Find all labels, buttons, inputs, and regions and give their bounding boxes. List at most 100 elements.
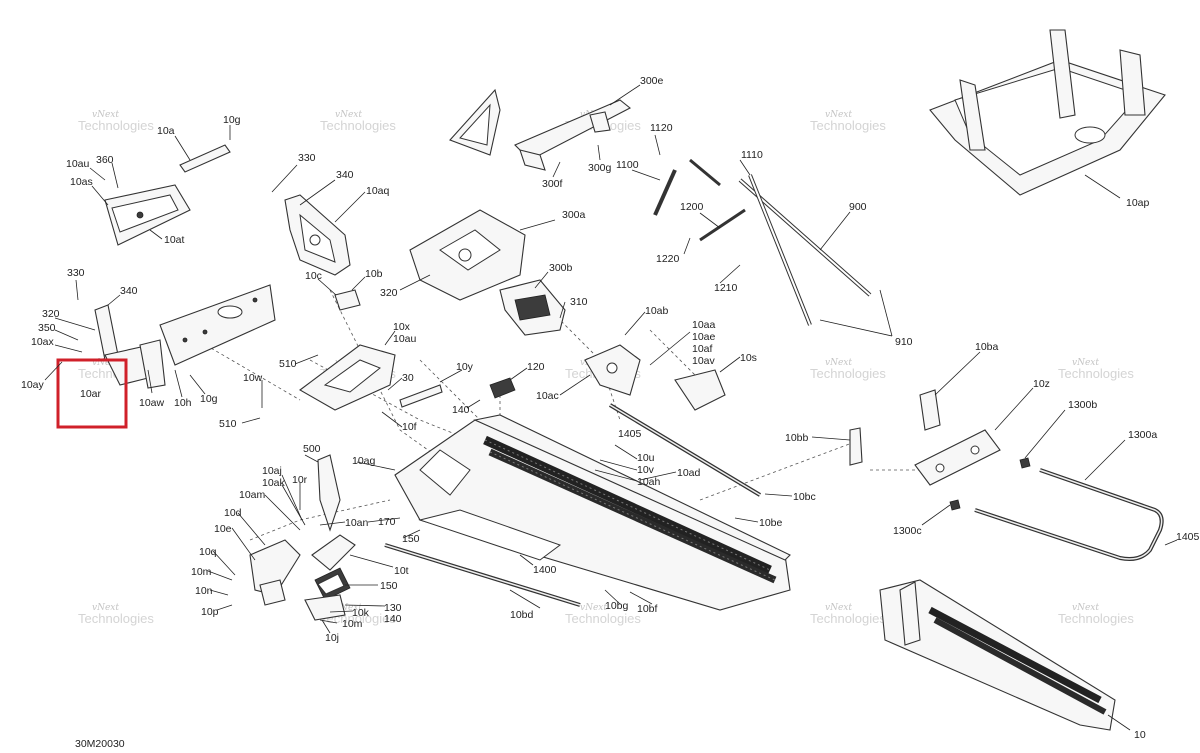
footrest-150[interactable] bbox=[314, 567, 351, 601]
label-10bf: 10bf bbox=[637, 603, 658, 615]
label-510: 510 bbox=[279, 358, 297, 370]
label-10g: 10g bbox=[223, 114, 241, 126]
label-10ay: 10ay bbox=[21, 379, 45, 391]
rail-10bc[interactable] bbox=[608, 403, 762, 497]
rod-1110[interactable] bbox=[689, 158, 721, 187]
label-10m: 10m bbox=[342, 618, 363, 630]
part-10y[interactable] bbox=[399, 384, 443, 408]
label-10ah: 10ah bbox=[637, 476, 661, 488]
rail-1300a[interactable] bbox=[974, 468, 1164, 561]
label-10ap: 10ap bbox=[1126, 197, 1150, 209]
label-340: 340 bbox=[336, 169, 354, 181]
label-10s: 10s bbox=[740, 352, 757, 364]
label-10ak: 10ak bbox=[262, 477, 286, 489]
label-10m: 10m bbox=[191, 566, 212, 578]
watermark-line1: vNext bbox=[335, 603, 362, 613]
label-900: 900 bbox=[849, 201, 867, 213]
watermark-line2: Technologies bbox=[1058, 366, 1134, 381]
label-1210: 1210 bbox=[714, 282, 738, 294]
label-10am: 10am bbox=[239, 489, 266, 501]
bracket-10ab[interactable] bbox=[584, 344, 641, 396]
label-1120: 1120 bbox=[650, 122, 673, 134]
label-910: 910 bbox=[895, 336, 913, 348]
highlight-box-10ar bbox=[56, 358, 128, 429]
label-330: 330 bbox=[67, 267, 85, 279]
label-10ag: 10ag bbox=[352, 455, 376, 467]
bracket-10aq[interactable] bbox=[284, 194, 351, 276]
label-140: 140 bbox=[452, 404, 470, 416]
label-310: 310 bbox=[570, 296, 588, 308]
label-340: 340 bbox=[120, 285, 138, 297]
bracket-10bb[interactable] bbox=[849, 427, 863, 466]
label-1100: 1100 bbox=[616, 159, 639, 171]
plate-300a[interactable] bbox=[409, 209, 526, 301]
bracket-300b[interactable] bbox=[499, 279, 566, 336]
watermark-line1: vNext bbox=[335, 110, 362, 120]
part-120[interactable] bbox=[489, 377, 516, 399]
label-10k: 10k bbox=[352, 607, 370, 619]
leader-lines bbox=[44, 84, 1178, 731]
bracket-10z[interactable] bbox=[914, 429, 1001, 486]
label-300g: 300g bbox=[588, 162, 612, 174]
label-300a: 300a bbox=[562, 209, 586, 221]
label-170: 170 bbox=[378, 516, 396, 528]
bracket-10ba[interactable] bbox=[919, 389, 941, 431]
label-1400: 1400 bbox=[533, 564, 557, 576]
bracket-500[interactable] bbox=[317, 454, 341, 532]
rod-1100[interactable] bbox=[653, 169, 677, 216]
label-1300c: 1300c bbox=[893, 525, 922, 537]
part-1300b[interactable] bbox=[1019, 457, 1031, 469]
label-130: 130 bbox=[384, 602, 402, 614]
label-10af: 10af bbox=[692, 343, 713, 355]
label-10at: 10at bbox=[164, 234, 185, 246]
label-320: 320 bbox=[380, 287, 398, 299]
label-150: 150 bbox=[402, 533, 420, 545]
label-10ab: 10ab bbox=[645, 305, 669, 317]
label-1110: 1110 bbox=[741, 149, 763, 161]
label-10d: 10d bbox=[224, 507, 242, 519]
bracket-10k[interactable] bbox=[304, 594, 346, 621]
label-10aj: 10aj bbox=[262, 465, 282, 477]
watermark-line2: Technologies bbox=[810, 366, 886, 381]
rod-900[interactable] bbox=[699, 174, 872, 326]
label-10aa: 10aa bbox=[692, 319, 716, 331]
plate-10x[interactable] bbox=[299, 344, 396, 411]
bracket-10s[interactable] bbox=[674, 369, 726, 411]
bracket-10d[interactable] bbox=[249, 539, 301, 606]
tunnel-assembly[interactable] bbox=[394, 414, 791, 611]
label-10f: 10f bbox=[402, 421, 417, 433]
label-10au: 10au bbox=[393, 333, 417, 345]
label-10: 10 bbox=[1134, 729, 1146, 741]
bracket-300e[interactable] bbox=[449, 88, 501, 156]
part-1300c[interactable] bbox=[949, 499, 961, 511]
watermark-line2: Technologies bbox=[810, 118, 886, 133]
label-10bc: 10bc bbox=[793, 491, 816, 503]
label-300f: 300f bbox=[542, 178, 563, 190]
label-10j: 10j bbox=[325, 632, 339, 644]
label-10b: 10b bbox=[365, 268, 383, 280]
chassis-frame-10ap[interactable] bbox=[929, 29, 1166, 196]
steering-support-300f[interactable] bbox=[514, 99, 632, 171]
watermark-line2: Technologies bbox=[565, 611, 641, 626]
label-10y: 10y bbox=[456, 361, 474, 373]
label-10u: 10u bbox=[637, 452, 655, 464]
panel-10at[interactable] bbox=[104, 144, 231, 246]
label-300b: 300b bbox=[549, 262, 573, 274]
rail-10bd[interactable] bbox=[384, 543, 581, 607]
label-150: 150 bbox=[380, 580, 398, 592]
label-510: 510 bbox=[219, 418, 237, 430]
label-1405: 1405 bbox=[618, 428, 642, 440]
label-330: 330 bbox=[298, 152, 316, 164]
bracket-10c[interactable] bbox=[334, 289, 361, 311]
label-10ax: 10ax bbox=[31, 336, 55, 348]
watermark-line1: vNext bbox=[825, 603, 852, 613]
left-bracket-assembly[interactable] bbox=[94, 304, 166, 389]
footrest-10t[interactable] bbox=[311, 534, 356, 571]
watermark-line1: vNext bbox=[825, 358, 852, 368]
tunnel-assembled-10[interactable] bbox=[879, 579, 1116, 731]
label-500: 500 bbox=[303, 443, 321, 455]
label-10av: 10av bbox=[692, 355, 716, 367]
side-panel-10g[interactable] bbox=[159, 284, 276, 366]
label-1300b: 1300b bbox=[1068, 399, 1097, 411]
label-10x: 10x bbox=[393, 321, 411, 333]
